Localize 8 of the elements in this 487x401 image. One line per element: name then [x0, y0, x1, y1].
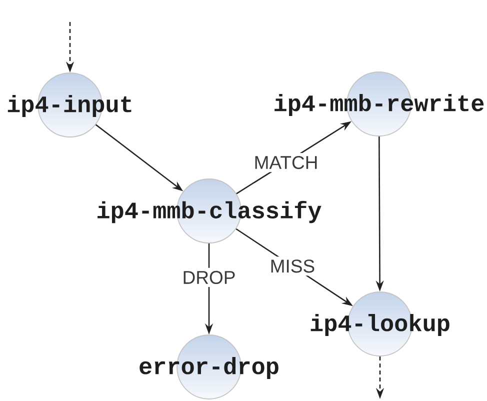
circle-node: error-drop: [140, 334, 278, 400]
edge-label: MISS: [266, 256, 318, 276]
circle-node: ip4-lookup: [310, 292, 450, 356]
edge-label: MATCH: [250, 152, 322, 172]
edge-label: DROP: [179, 268, 239, 287]
circle-node: ip4-mmb-rewrite: [274, 72, 484, 136]
circle-node: ip4-input: [8, 72, 132, 138]
circle-node: ip4-mmb-classify: [98, 178, 322, 244]
